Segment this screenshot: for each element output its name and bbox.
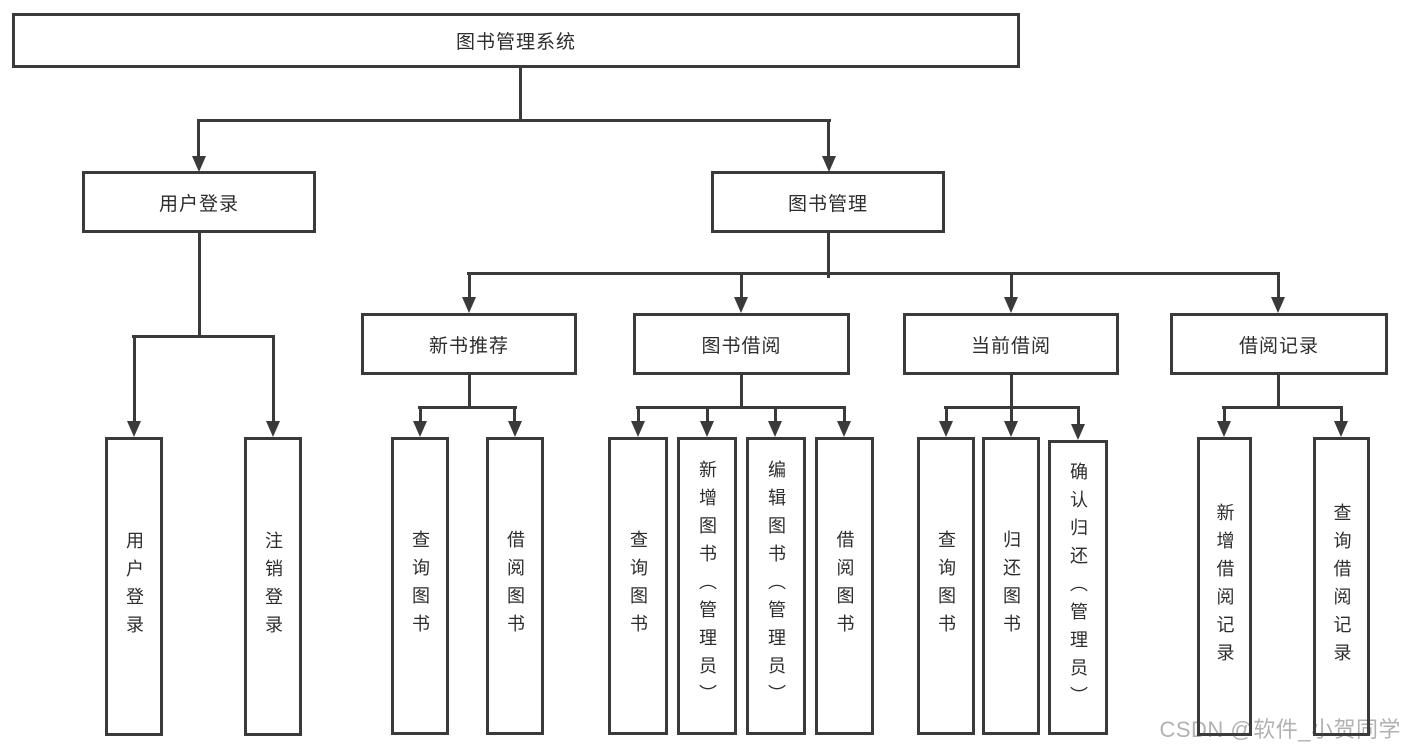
leaf-query-book: 查询图书 [391,437,449,735]
connector-line [1340,406,1343,424]
arrow-down-icon [127,421,141,437]
node-label: 注销登录 [263,530,283,643]
connector-line [197,119,831,122]
node-label: 新书推荐 [428,335,509,357]
arrow-down-icon [631,421,645,437]
connector-line [1222,406,1343,409]
connector-line [197,119,200,159]
connector-line [637,406,640,424]
arrow-down-icon [1334,421,1348,437]
connector-line [843,406,846,424]
arrow-down-icon [1217,421,1231,437]
arrow-down-icon [768,421,782,437]
connector-line [636,406,846,409]
arrow-down-icon [413,421,427,437]
connector-line [774,406,777,424]
connector-line [198,233,201,338]
connector-line [513,406,516,424]
arrow-down-icon [700,421,714,437]
node-label: 图书管理系统 [455,32,576,53]
connector-line [1277,375,1280,409]
node-label: 用户登录 [158,193,239,215]
node-root-system: 图书管理系统 [12,13,1020,68]
leaf-query-book: 查询图书 [917,437,975,735]
connector-line [1223,406,1226,424]
node-label: 用户登录 [124,530,144,643]
connector-line [827,233,830,278]
connector-line [1010,272,1013,300]
arrow-down-icon [508,421,522,437]
node-label: 借阅图书 [505,530,525,642]
arrow-down-icon [1271,297,1285,313]
leaf-add-book-admin: 新增图书（管理员） [677,437,737,735]
csdn-watermark: CSDN @软件_小贺同学 [1159,717,1401,742]
arrow-down-icon [462,297,476,313]
leaf-logout: 注销登录 [244,437,302,736]
node-label: 确认归还（管理员） [1068,461,1088,714]
leaf-add-borrow-record: 新增借阅记录 [1197,437,1252,736]
leaf-borrow-book: 借阅图书 [815,437,874,735]
connector-line [519,68,522,121]
node-book-management: 图书管理 [711,171,945,233]
node-label: 当前借阅 [970,335,1051,357]
connector-line [468,375,471,409]
connector-line [132,335,275,338]
node-label: 新增借阅记录 [1214,502,1235,671]
connector-line [740,272,743,300]
connector-line [272,335,275,423]
arrow-down-icon [939,421,953,437]
connector-line [1010,406,1013,424]
arrow-down-icon [837,421,851,437]
arrow-down-icon [822,156,836,172]
node-book-borrow: 图书借阅 [633,313,850,375]
connector-line [133,335,136,423]
connector-line [827,119,830,159]
arrow-down-icon [192,156,206,172]
node-label: 归还图书 [1001,530,1021,642]
leaf-user-login: 用户登录 [105,437,163,736]
node-label: 查询图书 [410,530,430,642]
node-label: 图书借阅 [701,335,782,357]
connector-line [1277,272,1280,300]
connector-line [945,406,948,424]
leaf-edit-book-admin: 编辑图书（管理员） [746,437,806,735]
node-label: 图书管理 [787,193,868,215]
node-label: 编辑图书（管理员） [766,460,786,712]
node-user-login: 用户登录 [82,171,316,233]
arrow-down-icon [1004,297,1018,313]
node-label: 借阅图书 [834,530,855,642]
connector-line [467,272,1280,275]
connector-line [706,406,709,424]
node-label: 查询借阅记录 [1331,502,1352,671]
connector-line [1010,375,1013,409]
connector-line [418,406,517,409]
arrow-down-icon [266,421,280,437]
connector-line [1077,406,1080,427]
node-current-borrow: 当前借阅 [903,313,1119,375]
arrow-down-icon [1004,421,1018,437]
node-new-book-recommend: 新书推荐 [361,313,577,375]
arrow-down-icon [1071,424,1085,440]
leaf-return-book: 归还图书 [982,437,1040,735]
node-label: 借阅记录 [1238,335,1319,357]
leaf-borrow-book: 借阅图书 [486,437,544,735]
connector-line [468,272,471,300]
connector-line [740,375,743,409]
leaf-query-book: 查询图书 [608,437,668,735]
arrow-down-icon [734,297,748,313]
connector-line [419,406,422,424]
node-label: 查询图书 [936,530,956,642]
leaf-confirm-return-admin: 确认归还（管理员） [1048,440,1108,735]
node-borrow-record: 借阅记录 [1170,313,1388,375]
node-label: 查询图书 [628,530,648,642]
node-label: 新增图书（管理员） [697,460,717,712]
leaf-query-borrow-record: 查询借阅记录 [1313,437,1370,736]
